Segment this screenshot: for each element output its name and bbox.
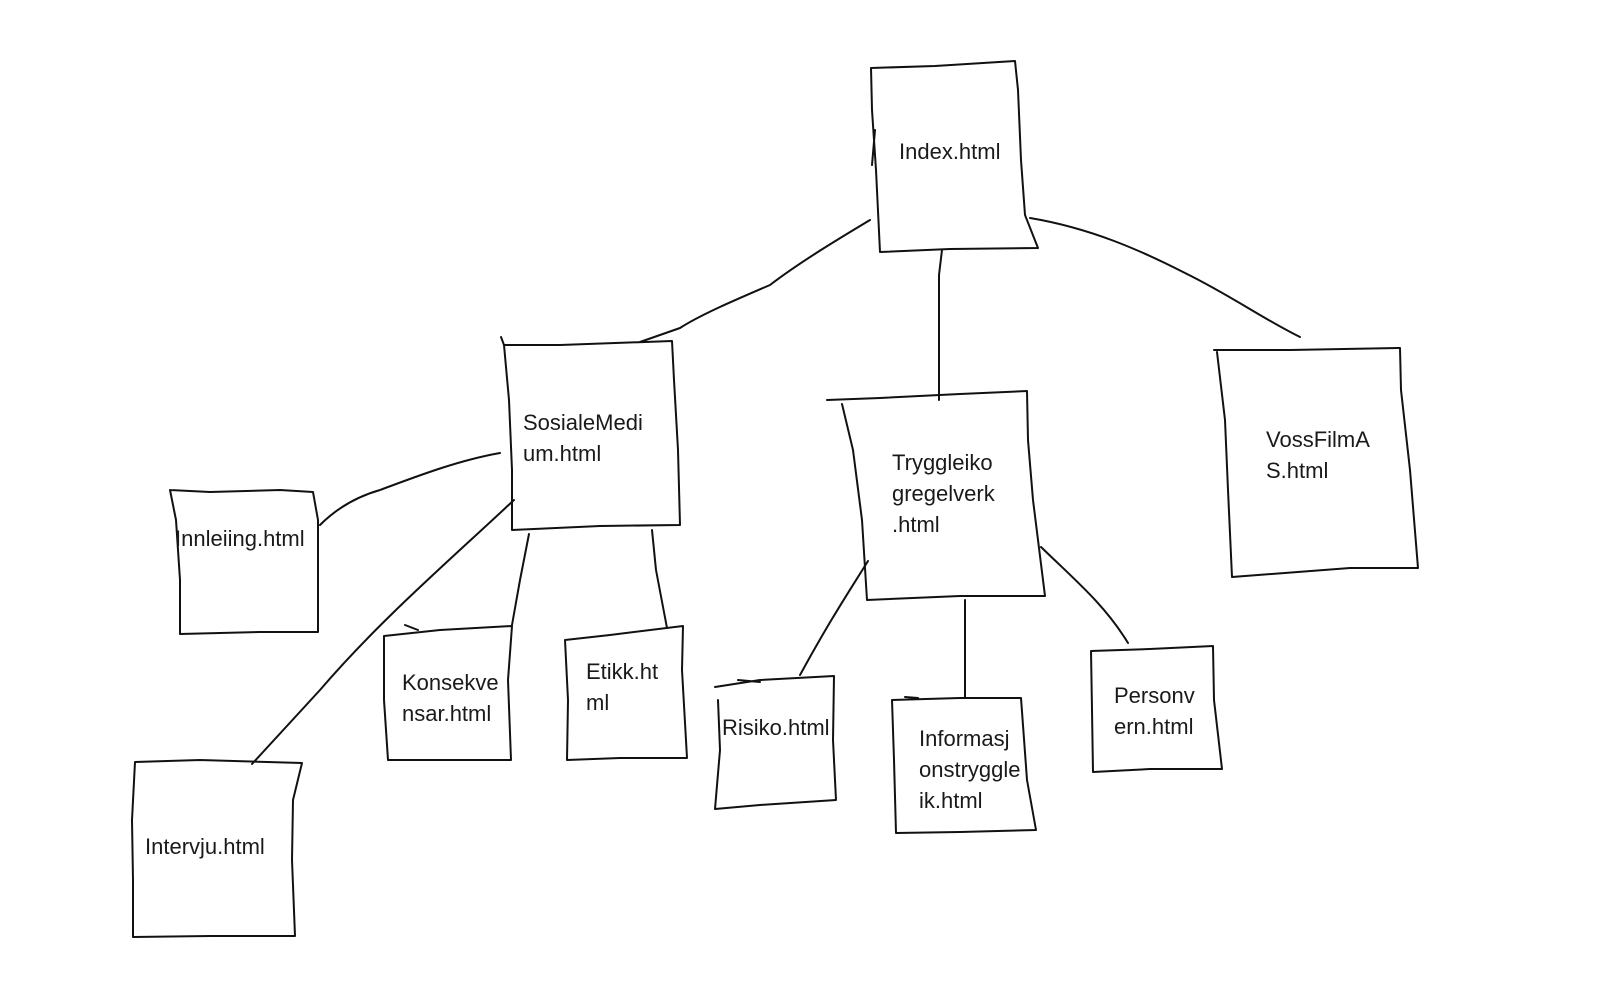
edge-index-voss — [1029, 217, 1301, 338]
node-konsekvensar-label: Konsekve nsar.html — [402, 670, 499, 726]
node-trygg-label: Tryggleiko gregelverk .html — [892, 450, 995, 537]
node-voss-label: VossFilmA S.html — [1266, 427, 1370, 483]
box-etikk — [564, 625, 688, 761]
edge-sosiale-konsekvensar — [511, 533, 530, 626]
edge-sosiale-innleiing — [319, 452, 501, 526]
edge-trygg-risiko — [799, 560, 869, 676]
node-personvern-label: Personv ern.html — [1114, 683, 1195, 739]
node-innleiing-label: Innleiing.html — [175, 526, 305, 551]
box-risiko — [714, 675, 837, 810]
node-risiko-label: Risiko.html — [722, 715, 830, 740]
node-sosiale-label: SosialeMedi um.html — [523, 410, 643, 466]
connector-lines — [251, 217, 1301, 765]
edge-index-sosiale — [639, 219, 871, 343]
box-informasjon — [891, 696, 1037, 834]
box-innleiing — [169, 489, 319, 635]
node-etikk-label: Etikk.ht ml — [586, 659, 659, 715]
node-informasjon-label: Informasj onstryggle ik.html — [919, 726, 1021, 813]
box-trygg — [826, 390, 1046, 601]
edge-index-trygg — [938, 249, 943, 401]
box-index — [870, 60, 1039, 253]
edge-sosiale-etikk — [651, 529, 668, 629]
node-boxes — [131, 60, 1419, 938]
edge-sosiale-intervju — [251, 499, 515, 765]
node-index-label: Index.html — [899, 139, 1001, 164]
node-intervju-label: Intervju.html — [145, 834, 265, 859]
edge-trygg-personvern — [1040, 546, 1129, 644]
box-konsekvensar — [383, 624, 513, 761]
box-sosiale — [500, 336, 681, 531]
box-personvern — [1090, 645, 1223, 773]
box-intervju — [131, 759, 303, 938]
box-voss — [1213, 347, 1419, 578]
